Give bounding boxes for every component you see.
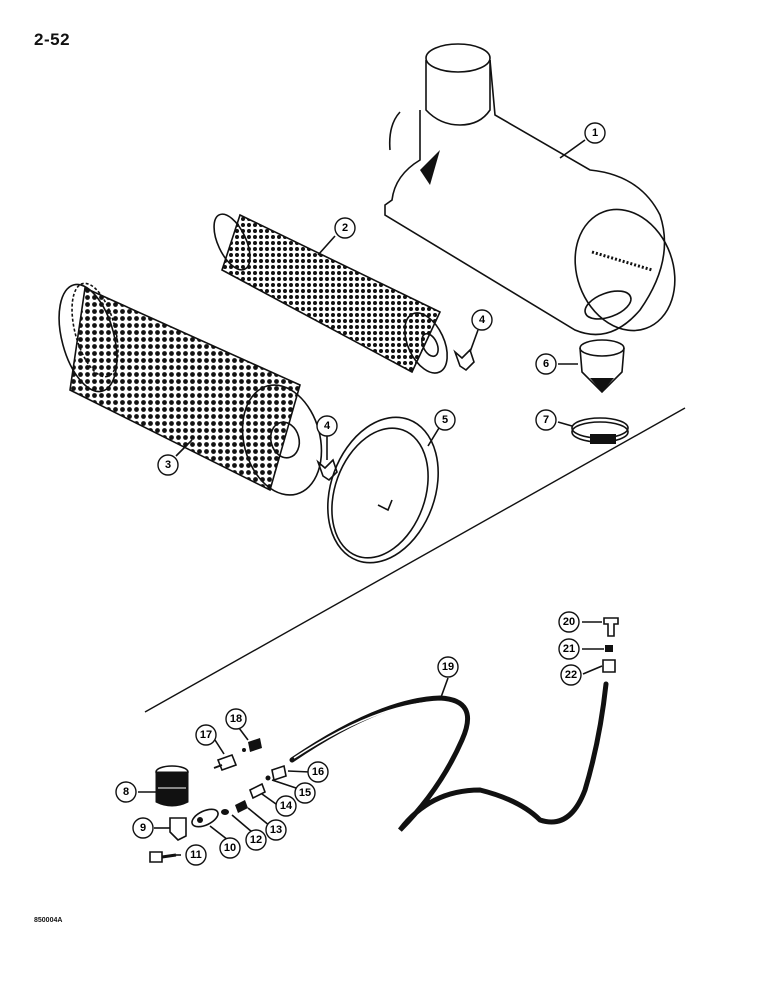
- callout-8: 8: [115, 781, 137, 803]
- callout-5: 5: [434, 409, 456, 431]
- callout-label: 12: [250, 834, 262, 846]
- adapter-fitting: [235, 800, 248, 813]
- elbow-fitting: [242, 738, 262, 752]
- inner-filter-element: [213, 213, 448, 374]
- lock-washer: [221, 809, 229, 815]
- fitting-elbow: [169, 817, 187, 841]
- callout-label: 4: [324, 420, 331, 432]
- callout-20: 20: [558, 611, 580, 633]
- page-number: 2-52: [34, 30, 71, 49]
- callout-label: 14: [280, 800, 293, 812]
- callout-label: 16: [312, 766, 324, 778]
- callout-label: 18: [230, 713, 242, 725]
- cap-screw: [149, 851, 177, 863]
- callout-label: 3: [165, 459, 171, 471]
- callout-label: 22: [565, 669, 577, 681]
- callout-label: 7: [543, 414, 549, 426]
- callout-label: 5: [442, 414, 448, 426]
- callout-label: 13: [270, 824, 282, 836]
- callout-4-upper: 4: [471, 309, 493, 331]
- connector-fitting: [248, 782, 267, 800]
- callout-label: 9: [140, 822, 146, 834]
- hose-nut: [602, 659, 616, 673]
- callout-label: 10: [224, 842, 236, 854]
- callout-label: 17: [200, 729, 212, 741]
- callout-16: 16: [307, 761, 329, 783]
- air-cleaner-cover: [327, 416, 439, 564]
- callout-12: 12: [245, 829, 267, 851]
- dust-valve: [579, 339, 625, 394]
- callout-18: 18: [225, 708, 247, 730]
- callout-3: 3: [157, 454, 179, 476]
- callout-9: 9: [132, 817, 154, 839]
- callout-1: 1: [584, 122, 606, 144]
- callout-17: 17: [195, 724, 217, 746]
- vacuum-hose: [289, 681, 609, 832]
- callout-7: 7: [535, 409, 557, 431]
- callout-label: 4: [479, 314, 486, 326]
- nut: [271, 764, 287, 782]
- callout-11: 11: [185, 844, 207, 866]
- tee-fitting: [603, 617, 619, 637]
- callout-label: 8: [123, 786, 129, 798]
- straight-fitting: [213, 753, 238, 772]
- callout-4-lower: 4: [316, 415, 338, 437]
- section-divider-line: [144, 407, 686, 713]
- callout-label: 6: [543, 358, 549, 370]
- callout-21: 21: [558, 638, 580, 660]
- hose-clamp: [571, 417, 629, 444]
- mounting-bracket: [191, 808, 219, 828]
- callout-label: 2: [342, 222, 348, 234]
- callout-label: 20: [563, 616, 575, 628]
- callout-19: 19: [437, 656, 459, 678]
- callout-label: 21: [563, 643, 575, 655]
- callout-2: 2: [334, 217, 356, 239]
- sleeve: [265, 775, 271, 781]
- callout-15: 15: [294, 782, 316, 804]
- restriction-indicator-switch: [155, 765, 189, 807]
- wing-nut-upper: [453, 348, 475, 372]
- callout-13: 13: [265, 819, 287, 841]
- callout-label: 11: [190, 849, 202, 861]
- outer-filter-element: [58, 282, 323, 496]
- ferrule: [605, 645, 613, 652]
- callout-label: 15: [299, 787, 311, 799]
- callout-lines: [138, 139, 604, 856]
- callout-14: 14: [275, 795, 297, 817]
- air-cleaner-housing: [384, 43, 676, 336]
- callout-6: 6: [535, 353, 557, 375]
- callout-10: 10: [219, 837, 241, 859]
- callout-label: 19: [442, 661, 454, 673]
- callout-label: 1: [592, 127, 598, 139]
- wing-nut-lower: [316, 458, 338, 482]
- callout-22: 22: [560, 664, 582, 686]
- figure-code: 850004A: [34, 917, 63, 924]
